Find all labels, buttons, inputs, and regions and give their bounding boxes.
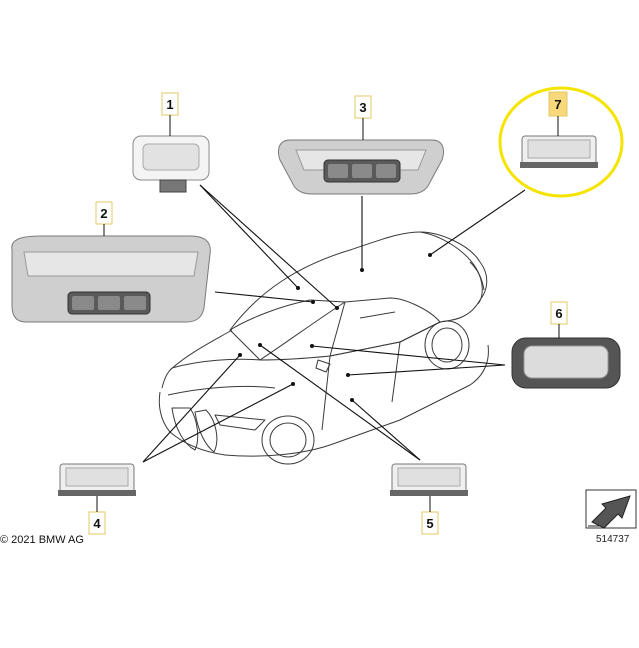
callout-label-2: 2 <box>100 206 107 221</box>
callout-4: 4 <box>88 496 106 535</box>
callout-label-1: 1 <box>166 97 173 112</box>
highlight-ring <box>498 86 624 198</box>
part-4-light[interactable] <box>58 463 136 496</box>
callout-label-3: 3 <box>359 100 366 115</box>
part-2-console[interactable] <box>11 235 211 323</box>
part-6-light[interactable] <box>511 337 621 389</box>
callout-5: 5 <box>421 496 439 535</box>
arrow-down-left-icon <box>585 489 637 529</box>
part-5-light[interactable] <box>390 463 468 496</box>
callout-labels: 1 2 3 4 5 6 7 <box>88 91 568 535</box>
callout-label-5: 5 <box>426 516 433 531</box>
callout-7: 7 <box>548 91 568 136</box>
callout-1: 1 <box>161 92 179 136</box>
leader-dots <box>238 253 432 402</box>
part-7-light[interactable] <box>520 135 598 168</box>
part-1-light[interactable] <box>132 135 210 193</box>
diagram-number: 514737 <box>596 534 630 545</box>
callout-3: 3 <box>354 95 372 140</box>
callout-label-7: 7 <box>554 97 561 112</box>
callout-label-4: 4 <box>93 516 101 531</box>
leader-lines <box>142 184 526 463</box>
callout-2: 2 <box>95 201 113 236</box>
part-3-console[interactable] <box>277 139 445 195</box>
copyright-text: © 2021 BMW AG <box>0 534 84 546</box>
callout-label-6: 6 <box>555 306 562 321</box>
callout-6: 6 <box>550 301 568 338</box>
